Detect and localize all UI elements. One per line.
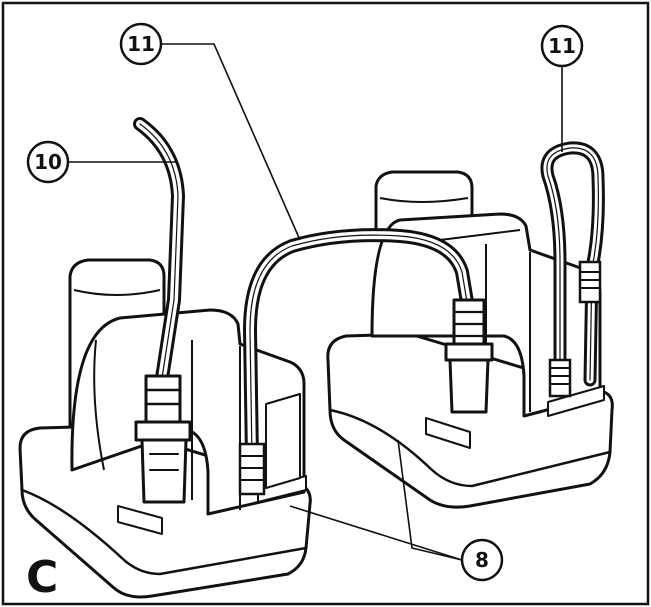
leader-8-right [397,439,463,561]
callout-11-middle: 11 [119,22,163,66]
callout-10-label: 10 [34,150,62,174]
middle-link-cable [238,228,494,496]
right-charger [326,170,614,509]
leader-lines [68,43,563,561]
callout-11-right-label: 11 [548,34,576,58]
leader-11-middle [158,43,301,241]
panel-letter: C [26,552,58,603]
power-plug [134,374,192,504]
callout-10: 10 [26,140,70,184]
callout-11-right: 11 [540,24,584,68]
right-link-cable [540,141,605,398]
callout-11-middle-label: 11 [127,32,155,56]
callout-8-label: 8 [475,548,489,572]
callout-8: 8 [460,538,504,582]
leader-8-left [289,505,463,561]
